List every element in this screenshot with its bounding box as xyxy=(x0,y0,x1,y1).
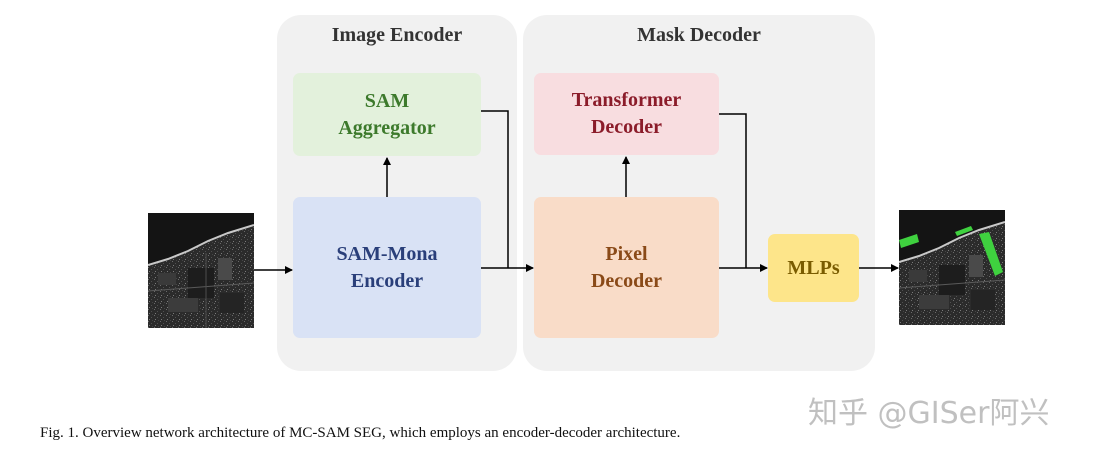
figure-caption: Fig. 1. Overview network architecture of… xyxy=(40,425,681,441)
transformer-decoder-box: Transformer Decoder xyxy=(534,73,719,155)
transformer-decoder-line1: Transformer xyxy=(571,89,682,111)
watermark: 知乎 @GISer阿兴 xyxy=(808,396,1050,431)
mask-region-right xyxy=(979,232,1003,276)
input-sar-image xyxy=(148,213,254,328)
pixel-decoder-box: Pixel Decoder xyxy=(534,197,719,338)
transformer-decoder-line2: Decoder xyxy=(590,116,663,138)
mlps-box: MLPs xyxy=(768,234,859,302)
sam-mona-encoder-box: SAM-Mona Encoder xyxy=(293,197,481,338)
arrow-transformer-to-mlps xyxy=(719,113,747,268)
pixel-decoder-line2: Decoder xyxy=(590,269,663,292)
mlps-label: MLPs xyxy=(787,256,840,279)
mask-region-mid xyxy=(955,226,973,236)
sam-aggregator-box: SAM Aggregator xyxy=(293,73,481,156)
mask-region-left xyxy=(899,234,919,248)
pixel-decoder-line1: Pixel xyxy=(605,242,648,265)
output-segmentation-image xyxy=(899,210,1005,325)
mask-decoder-title: Mask Decoder xyxy=(637,24,761,46)
sam-mona-encoder-line1: SAM-Mona xyxy=(336,242,438,265)
sam-aggregator-line1: SAM xyxy=(364,89,410,112)
sam-aggregator-line2: Aggregator xyxy=(338,116,436,139)
image-encoder-title: Image Encoder xyxy=(331,24,463,46)
arrow-aggregator-to-pixel-decoder xyxy=(481,110,509,268)
sam-mona-encoder-line2: Encoder xyxy=(350,269,424,292)
